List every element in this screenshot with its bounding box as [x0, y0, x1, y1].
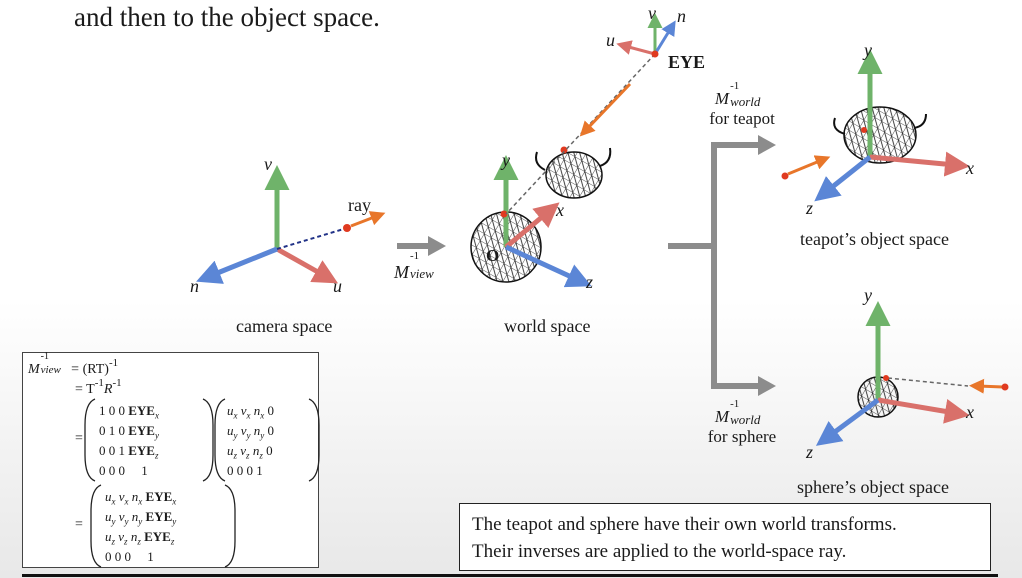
matrix-brackets [84, 398, 320, 568]
eye-u-axis [616, 40, 656, 56]
sphere-z-axis [815, 397, 880, 446]
sphere-transform-label: M -1 world for sphere [707, 398, 777, 446]
note-line-1: The teapot and sphere have their own wor… [472, 514, 897, 535]
sphere-x-axis [877, 397, 970, 424]
camera-n-axis [196, 246, 278, 284]
math-line-1: M -1 view = (RT)-1 [28, 351, 119, 377]
teapot-x-axis [869, 151, 970, 177]
eye-n-label: n [677, 6, 686, 26]
world-z-label: z [586, 272, 594, 292]
sphere-y-label: y [864, 285, 872, 305]
teapot-x-label: x [966, 158, 974, 178]
teapot-ray-arrow [787, 155, 831, 176]
eye-n-axis [653, 20, 676, 55]
eye-v-label: v [648, 3, 656, 23]
teapot-mesh [843, 106, 917, 164]
result-matrix: ux vx nx EYEx uy vy ny EYEy uz vz nz EYEz 0… [105, 489, 176, 569]
camera-ray-label: ray [348, 195, 371, 215]
camera-space-caption: camera space [236, 316, 333, 336]
teapot-space-caption: teapot’s object space [800, 229, 949, 249]
teapot-y-label: y [864, 40, 872, 60]
view-transform-arrow [397, 236, 446, 256]
world-x-label: x [556, 200, 564, 220]
world-space [470, 13, 676, 288]
teapot-object-space [781, 49, 970, 202]
camera-n-label: n [190, 276, 199, 296]
T-mat-row: 0 1 0 EYEy [99, 423, 159, 441]
rotation-matrix: ux vx nx 0 uy vy ny 0 uz vz nz 0 0 0 0 1 [227, 403, 274, 483]
eye-label: EYE [668, 52, 706, 72]
T-mat-row: 1 0 0 EYEx [99, 403, 159, 421]
camera-v-label: v [264, 154, 272, 174]
camera-u-axis [275, 246, 339, 284]
teapot-transform-label: M -1 world for teapot [709, 80, 775, 128]
camera-ray-point [343, 224, 351, 232]
world-space-caption: world space [504, 316, 591, 336]
world-x-axis [504, 202, 560, 249]
R-mat-row: uy vy ny 0 [227, 423, 275, 441]
sphere-space-caption: sphere’s object space [797, 477, 949, 497]
M-mat-row: uz vz nz EYEz [105, 529, 175, 547]
note-line-2: Their inverses are applied to the world-… [472, 541, 847, 562]
world-z-axis [504, 244, 592, 288]
math-line-2: = T-1R-1 [75, 377, 122, 397]
M-mat-row: 0 0 0 1 [105, 549, 154, 564]
sphere-z-label: z [806, 442, 814, 462]
R-mat-row: ux vx nx 0 [227, 403, 275, 421]
M-mat-row: ux vx nx EYEx [105, 489, 177, 507]
camera-space-axes [196, 165, 386, 284]
translation-matrix: 1 0 0 EYEx 0 1 0 EYEy 0 0 1 EYEz 0 0 0 1 [99, 403, 159, 483]
camera-u-label: u [333, 276, 342, 296]
world-ray-arrow [579, 82, 632, 137]
eye-u-label: u [606, 30, 615, 50]
sphere-object-space [815, 301, 1009, 446]
view-transform-label: M -1 view [394, 250, 434, 282]
sphere-x-label: x [966, 402, 974, 422]
sphere-transform-caption: for sphere [707, 427, 777, 446]
camera-ray-dashed [276, 227, 348, 250]
R-mat-row: uz vz nz 0 [227, 443, 273, 461]
T-mat-row: 0 0 1 EYEz [99, 443, 159, 461]
header-text: and then to the object space. [74, 2, 380, 32]
T-mat-row: 0 0 0 1 [99, 463, 148, 478]
world-y-label: y [502, 150, 510, 170]
math-derivation-box: M -1 view = (RT)-1 = T-1R-1 = = 1 0 0 EY… [22, 351, 320, 569]
R-mat-row: 0 0 0 1 [227, 463, 263, 478]
bottom-rule [22, 574, 998, 577]
note-box: The teapot and sphere have their own wor… [459, 503, 991, 571]
teapot-z-label: z [806, 198, 814, 218]
split-arrows [668, 135, 776, 396]
teapot-z-axis [814, 155, 872, 202]
world-teapot [535, 146, 612, 199]
teapot-transform-caption: for teapot [709, 109, 775, 128]
M-mat-row: uy vy ny EYEy [105, 509, 177, 527]
world-ray-dashed [505, 53, 656, 215]
world-origin-label: O [486, 246, 500, 265]
sphere-ray-arrow [969, 378, 1004, 394]
camera-ray-arrow [350, 211, 386, 228]
eye-point [651, 50, 659, 58]
